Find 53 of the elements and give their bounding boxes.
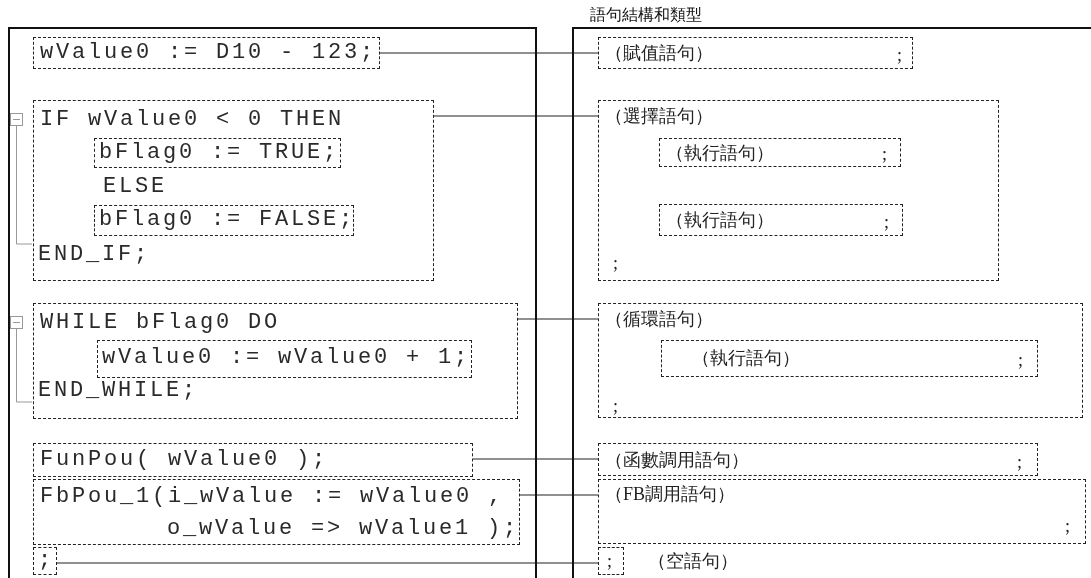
statement-box <box>659 138 901 167</box>
statement-box <box>598 547 624 575</box>
statement-box <box>598 479 1086 544</box>
semicolon-symbol: ; <box>38 547 54 575</box>
statement-type-label: （空語句） <box>648 550 738 573</box>
statement-box <box>598 100 999 281</box>
semicolon-symbol: ; <box>882 143 887 166</box>
code-line: END_WHILE; <box>38 377 199 405</box>
statement-box <box>33 547 57 575</box>
semicolon-symbol: ; <box>884 211 889 234</box>
semicolon-symbol: ; <box>1018 349 1023 372</box>
statement-box <box>598 303 1083 418</box>
statement-box <box>661 340 1038 377</box>
statement-box <box>598 443 1038 476</box>
statement-type-label: （FB調用語句） <box>605 483 736 506</box>
code-line: bFlag0 := FALSE; <box>99 206 356 234</box>
semicolon-symbol: ; <box>613 395 618 418</box>
code-line: END_IF; <box>38 241 150 269</box>
leader-line <box>472 458 599 460</box>
statement-box <box>33 100 434 281</box>
statement-box <box>598 37 913 69</box>
leader-line <box>433 115 599 117</box>
leader-line <box>56 562 599 564</box>
semicolon-symbol: ; <box>1017 451 1022 474</box>
code-line: wValue0 := wValue0 + 1; <box>102 344 471 372</box>
statement-type-label: （執行語句） <box>666 142 774 165</box>
semicolon-symbol: ; <box>613 252 618 275</box>
leader-line <box>517 318 599 320</box>
panel-heading: 語句結構和類型 <box>590 5 702 25</box>
code-panel <box>8 27 537 578</box>
statement-box <box>33 37 380 69</box>
statement-box <box>659 204 903 236</box>
statement-type-label: （選擇語句） <box>605 105 713 128</box>
code-line: WHILE bFlag0 DO <box>40 309 281 337</box>
statement-type-label: （執行語句） <box>666 209 774 232</box>
statement-box <box>97 340 472 378</box>
code-line: ELSE <box>103 173 167 201</box>
leader-line <box>379 52 599 54</box>
leader-line <box>519 494 599 496</box>
statement-type-label: （循環語句） <box>605 308 713 331</box>
semicolon-symbol: ; <box>1065 515 1070 538</box>
code-line: bFlag0 := TRUE; <box>99 139 340 167</box>
semicolon-symbol: ; <box>607 550 612 573</box>
statement-type-label: （函數調用語句） <box>605 449 749 472</box>
statement-box <box>33 303 518 419</box>
semicolon-symbol: ; <box>897 44 902 67</box>
statement-box <box>33 443 473 477</box>
statement-type-label: （賦值語句） <box>605 42 713 65</box>
statement-type-label: （執行語句） <box>692 347 800 370</box>
code-line: wValue0 := D10 - 123; <box>40 39 377 67</box>
code-line: FbPou_1(i_wValue := wValue0 , o_wValue => wValue1 ); <box>40 483 521 543</box>
code-line: IF wValue0 < 0 THEN <box>40 106 345 134</box>
code-line: FunPou( wValue0 ); <box>40 446 329 474</box>
